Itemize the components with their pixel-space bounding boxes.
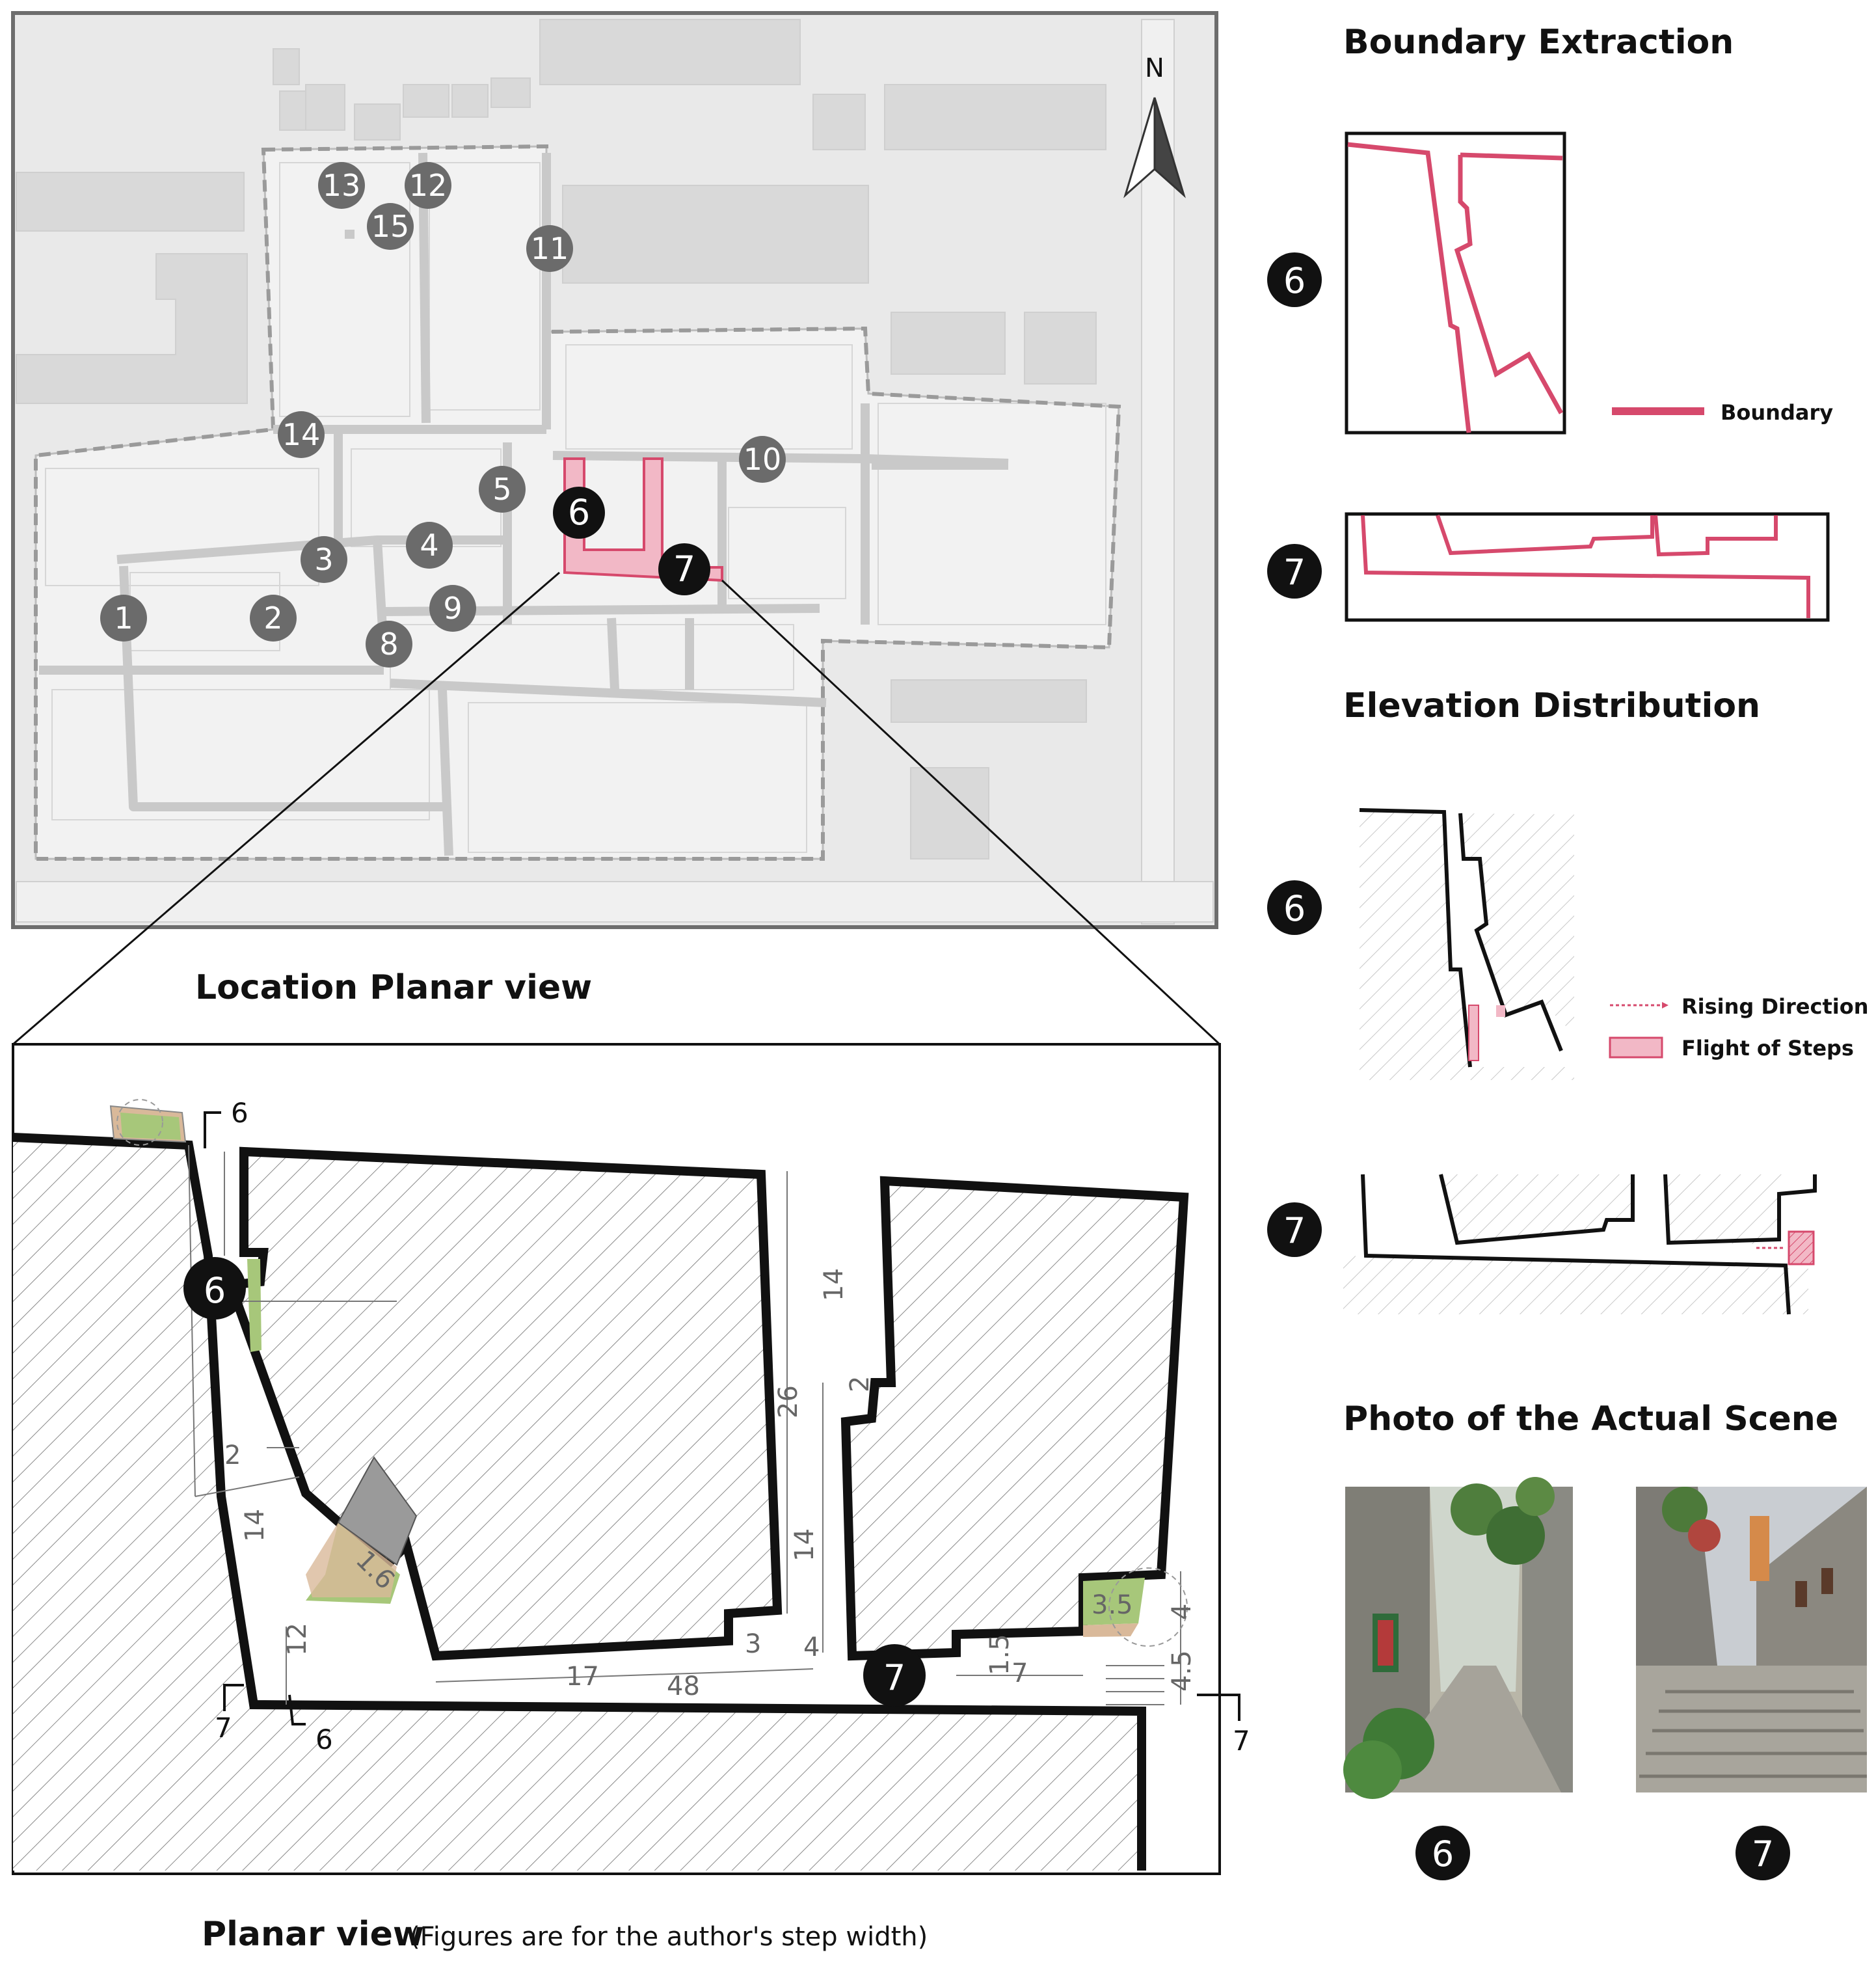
dim-3-5: 3.5: [1092, 1590, 1133, 1620]
svg-text:7: 7: [1283, 552, 1306, 593]
dim-2-right: 2: [845, 1376, 875, 1392]
svg-text:13: 13: [323, 168, 361, 203]
map-marker-2: 2: [250, 595, 297, 642]
zoom-connector-left: [12, 571, 560, 1046]
planar-note: (Figures are for the author's step width…: [410, 1922, 928, 1952]
svg-text:5: 5: [492, 472, 511, 507]
svg-text:3: 3: [314, 542, 333, 577]
dim-4-5: 4.5: [1167, 1650, 1197, 1692]
map-marker-6: 6: [553, 487, 605, 539]
photo-marker-6: 6: [1415, 1826, 1470, 1880]
map-marker-12: 12: [405, 162, 451, 209]
dim-4-right: 4: [1167, 1604, 1197, 1620]
planar-title: Planar view: [202, 1915, 424, 1954]
svg-text:8: 8: [379, 627, 398, 662]
planar-marker-7: 7: [863, 1644, 926, 1707]
cut-label-7-right: 7: [1233, 1725, 1250, 1757]
svg-text:6: 6: [1283, 260, 1306, 301]
map-marker-13: 13: [318, 162, 365, 209]
legend-rising-direction: Rising Direction: [1682, 994, 1868, 1019]
svg-text:7: 7: [1283, 1210, 1306, 1251]
svg-text:4: 4: [420, 528, 438, 563]
photo-marker-7: 7: [1735, 1826, 1790, 1880]
planar-view: 14 26 2 14 3 4 17 48 1.5 7 3.5 4 4.5 2 1…: [12, 1043, 1250, 1875]
svg-text:11: 11: [531, 231, 569, 266]
photo-title: Photo of the Actual Scene: [1343, 1400, 1838, 1439]
svg-text:14: 14: [282, 417, 321, 452]
svg-text:15: 15: [371, 209, 410, 244]
map-marker-15: 15: [367, 203, 414, 250]
boundary-box-6: 6 Boundary: [1267, 131, 1833, 435]
north-arrow-icon: N: [1123, 53, 1186, 198]
map-marker-14: 14: [278, 411, 325, 458]
location-title: Location Planar view: [195, 968, 592, 1007]
dim-12: 12: [282, 1623, 312, 1656]
dim-14-top: 14: [819, 1268, 849, 1301]
map-marker-5: 5: [479, 466, 526, 513]
dimension-labels: 14 26 2 14 3 4 17 48 1.5 7 3.5 4 4.5 2 1…: [224, 1268, 1197, 1701]
steps-patches: [109, 1105, 1145, 1637]
svg-text:12: 12: [409, 168, 448, 203]
map-marker-1: 1: [100, 595, 147, 642]
boundary-box-7: 7: [1267, 512, 1830, 622]
dim-48: 48: [667, 1671, 700, 1701]
cut-label-7-left: 7: [215, 1712, 232, 1744]
elevation-box-7: 7: [1267, 1174, 1817, 1315]
map-marker-9: 9: [429, 585, 476, 632]
dim-26: 26: [773, 1385, 803, 1418]
dim-7: 7: [1012, 1658, 1028, 1688]
dim-4-bottom: 4: [803, 1632, 820, 1662]
elevation-title: Elevation Distribution: [1343, 686, 1760, 725]
svg-text:6: 6: [568, 492, 590, 533]
map-marker-4: 4: [406, 522, 453, 569]
svg-text:10: 10: [744, 442, 782, 477]
svg-text:7: 7: [1752, 1833, 1774, 1874]
building-left-bottom-hatch: [13, 1137, 1142, 1871]
scene-photo-7: [1636, 1487, 1867, 1792]
legend-boundary: Boundary: [1721, 400, 1833, 425]
map-marker-7: 7: [658, 543, 710, 595]
dim-14-left: 14: [240, 1509, 270, 1542]
cut-label-6-bottom: 6: [315, 1724, 333, 1755]
svg-text:7: 7: [673, 548, 695, 589]
legend-flight-of-steps: Flight of Steps: [1682, 1036, 1854, 1061]
boundary-title: Boundary Extraction: [1343, 23, 1734, 62]
scene-photo-6: [1343, 1477, 1573, 1799]
location-map: N 1 2 3 4 5 8 9 10 11 12 13 14 15 6 7: [11, 11, 1221, 1046]
svg-text:9: 9: [443, 591, 462, 626]
dim-1-5: 1.5: [985, 1634, 1015, 1675]
dim-14-mid: 14: [790, 1528, 820, 1562]
dim-3: 3: [745, 1629, 761, 1659]
elevation-box-6: 6 Rising Direction Flight of Steps: [1267, 808, 1868, 1080]
cut-label-6-top: 6: [231, 1097, 248, 1129]
surrounding-buildings: [16, 19, 1106, 859]
svg-text:6: 6: [1432, 1833, 1454, 1874]
planar-marker-6: 6: [183, 1257, 246, 1319]
map-marker-10: 10: [739, 436, 786, 483]
svg-text:6: 6: [1283, 888, 1306, 929]
map-marker-11: 11: [526, 225, 573, 272]
svg-text:2: 2: [263, 601, 282, 636]
zoom-connector-right: [721, 579, 1221, 1046]
dim-17: 17: [566, 1662, 599, 1692]
map-marker-3: 3: [301, 536, 347, 583]
map-markers: 1 2 3 4 5 8 9 10 11 12 13 14 15 6 7: [100, 162, 786, 668]
svg-text:6: 6: [204, 1270, 226, 1311]
svg-text:1: 1: [114, 601, 133, 636]
north-label: N: [1145, 53, 1164, 83]
building-right: [840, 1176, 1189, 1661]
dimension-lines: [188, 1144, 1181, 1705]
map-marker-8: 8: [366, 621, 412, 668]
section-cut-lines: [204, 1111, 1240, 1725]
svg-text:7: 7: [883, 1657, 905, 1698]
dim-2-left: 2: [224, 1440, 241, 1470]
